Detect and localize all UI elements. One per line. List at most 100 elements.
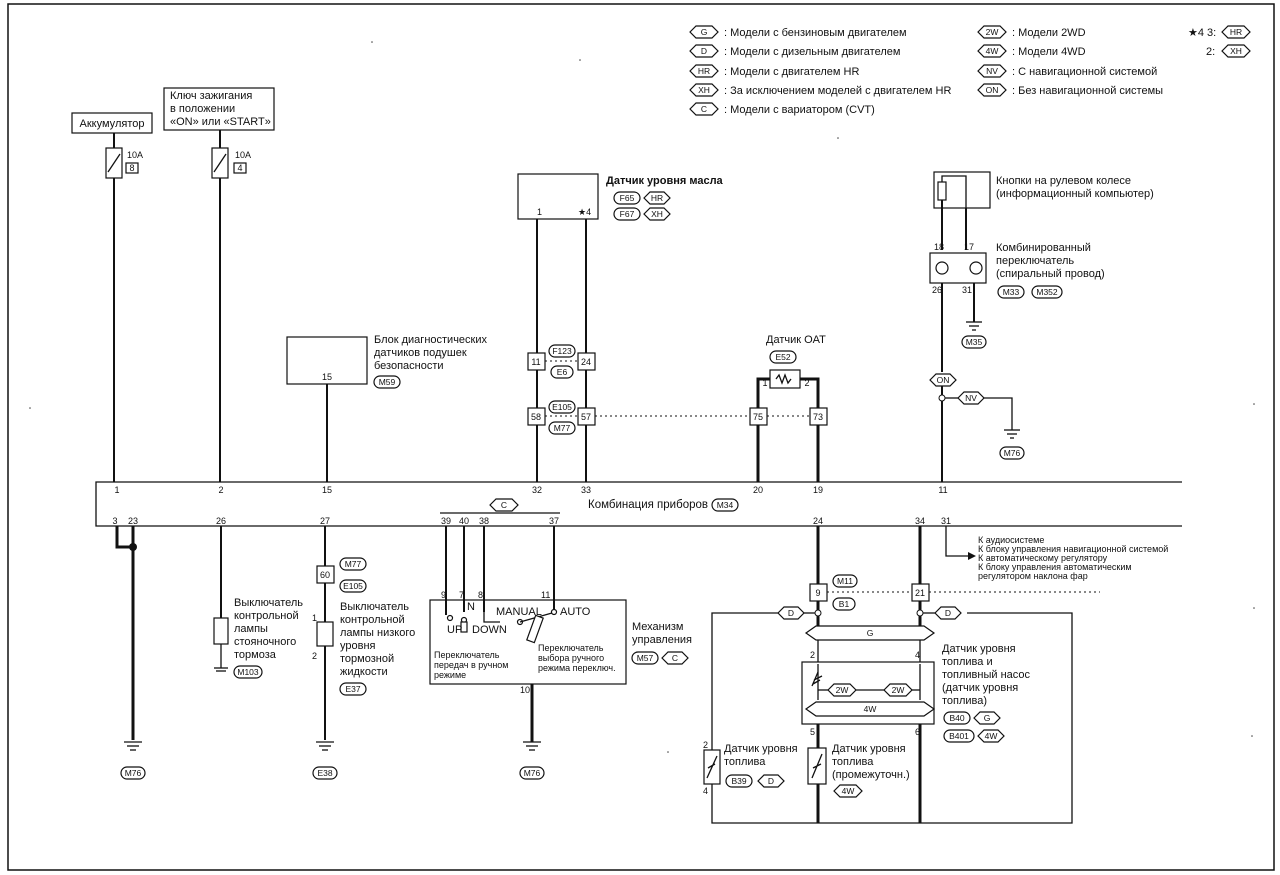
brake-label-line2: контрольной (340, 614, 405, 626)
oil-conn2: F67 (620, 209, 635, 219)
cvt-tag: C (501, 500, 507, 510)
connector-e6: E6 (557, 367, 568, 377)
legend-star-note: ★4 3: HR 2: XH (1188, 25, 1251, 58)
brake-label-line6: жидкости (340, 666, 388, 678)
pump-label-line1: Датчик уровня (942, 643, 1016, 655)
airbag-pin: 15 (322, 372, 332, 382)
shift-mechanism: 9 7 8 11 N MANUAL AUTO UP DOWN Переключа… (429, 526, 692, 780)
shift-manual-label: MANUAL (496, 606, 542, 618)
output-auto-regulator: К автоматическому регулятору (978, 553, 1108, 563)
connector-f123: F123 (552, 346, 572, 356)
brake-junction: 60 (320, 570, 330, 580)
shift-down-label: DOWN (472, 624, 507, 636)
switch-icon (213, 617, 229, 645)
fuel-conn-b1: B1 (839, 599, 850, 609)
shift-pin-9: 9 (441, 590, 446, 600)
cluster-pin-27: 27 (320, 516, 330, 526)
legend-code-xh: XH (698, 85, 710, 95)
cluster-ground: M76 (115, 526, 146, 780)
fuel-level-circuit: 9 21 M11 B1 D D G 2 4 2W 2W (703, 526, 1100, 824)
combo-label-line3: (спиральный провод) (996, 268, 1105, 280)
legend-code-hr: HR (698, 66, 710, 76)
parking-label-line4: стояночного (234, 636, 296, 648)
pump-pin-6: 6 (915, 727, 920, 737)
fuse1-number: 8 (129, 163, 134, 173)
cluster-pin-40: 40 (459, 516, 469, 526)
junction-pin-57: 57 (581, 412, 591, 422)
junction-pin-75: 75 (753, 412, 763, 422)
pump-conn-b401-variant: 4W (985, 731, 998, 741)
fuse2-number: 4 (237, 163, 242, 173)
combo-pin-26: 26 (932, 285, 942, 295)
shift-pin-11: 11 (541, 590, 550, 600)
junction-pin-58: 58 (531, 412, 541, 422)
legend-code-c: C (701, 104, 707, 114)
legend-text-g: : Модели с бензиновым двигателем (724, 27, 907, 39)
pump-conn-b40: B40 (949, 713, 964, 723)
manual-switch-line3: режиме (434, 670, 466, 680)
shift-connector: M57 (637, 653, 654, 663)
oil-pin1: 1 (537, 207, 542, 217)
shift-variant: C (672, 653, 678, 663)
pin31-outputs: К аудиосистеме К блоку управления навига… (945, 526, 1168, 581)
legend-code-nv: NV (986, 66, 998, 76)
ground-icon (966, 321, 982, 331)
diesel-sensor-connector: B39 (731, 776, 746, 786)
cluster-pin-38: 38 (479, 516, 489, 526)
diesel-sensor-line1: Датчик уровня (724, 743, 798, 755)
output-audio: К аудиосистеме (978, 535, 1044, 545)
cluster-pin-19: 19 (813, 485, 823, 495)
brake-label-line4: уровня (340, 640, 376, 652)
ignition-label-line3: «ON» или «START» (170, 116, 271, 128)
fuel-g-tag: G (867, 628, 874, 638)
combo-ground-connector: M35 (966, 337, 983, 347)
junction-pin-11: 11 (531, 357, 540, 367)
airbag-title-line1: Блок диагностических (374, 334, 487, 346)
cluster-pin-11: 11 (938, 485, 947, 495)
mid-sensor-line1: Датчик уровня (832, 743, 906, 755)
spiral-cable-icon (935, 261, 949, 275)
cluster-pin-1: 1 (114, 485, 119, 495)
legend-code-2w: 2W (986, 27, 999, 37)
oat-connector: E52 (775, 352, 790, 362)
oil-conn1-variant: HR (651, 193, 663, 203)
legend-text-hr: : Модели с двигателем HR (724, 66, 859, 78)
star-note-code1: HR (1230, 27, 1242, 37)
diesel-sensor-pin2: 2 (703, 740, 708, 750)
ignition-label-line1: Ключ зажигания (170, 90, 252, 102)
steering-switches: Кнопки на рулевом колесе (информационный… (929, 171, 1154, 482)
oil-pin2: ★4 (578, 207, 591, 217)
switch-icon (316, 621, 334, 647)
diesel-sensor-line2: топлива (724, 756, 766, 768)
oat-sensor: Датчик OAT E52 1 2 75 73 (749, 334, 828, 482)
pump-conn-b40-variant: G (984, 713, 991, 723)
oil-conn2-variant: XH (651, 209, 663, 219)
cluster-title: Комбинация приборов (588, 499, 708, 511)
on-tag: ON (937, 375, 950, 385)
parking-label-line2: контрольной (234, 610, 299, 622)
fuel-junction-21: 21 (915, 588, 925, 598)
cluster-pin-32: 32 (532, 485, 542, 495)
brake-fluid-switch: 60 M77 E105 1 2 Выключатель контрольной … (312, 526, 415, 780)
pump-pin-2: 2 (810, 650, 815, 660)
cluster-pin-20: 20 (753, 485, 763, 495)
cluster-pin-23: 23 (128, 516, 138, 526)
brake-connector: E37 (345, 684, 360, 694)
combo-connector2: M352 (1036, 287, 1058, 297)
cluster-pin-24b: 24 (813, 516, 823, 526)
shift-auto-label: AUTO (560, 606, 591, 618)
oil-level-sensor: 1 ★4 Датчик уровня масла F65 HR F67 XH (517, 173, 724, 482)
connector-m77: M77 (554, 423, 571, 433)
fuse2-rating: 10A (235, 150, 251, 160)
mid-sensor-variant: 4W (842, 786, 855, 796)
shift-title-line1: Механизм (632, 621, 683, 633)
junction-e105-m77: 58 57 E105 M77 (527, 400, 752, 435)
brake-conn-m77: M77 (345, 559, 362, 569)
oat-pin2: 2 (804, 378, 809, 388)
fuel-d-tag-right: D (945, 608, 951, 618)
fuel-d-tag-left: D (788, 608, 794, 618)
pump-label-line5: топлива) (942, 695, 987, 707)
thermistor-icon (775, 373, 792, 385)
fuse1-rating: 10A (127, 150, 143, 160)
parking-label-line1: Выключатель (234, 597, 303, 609)
